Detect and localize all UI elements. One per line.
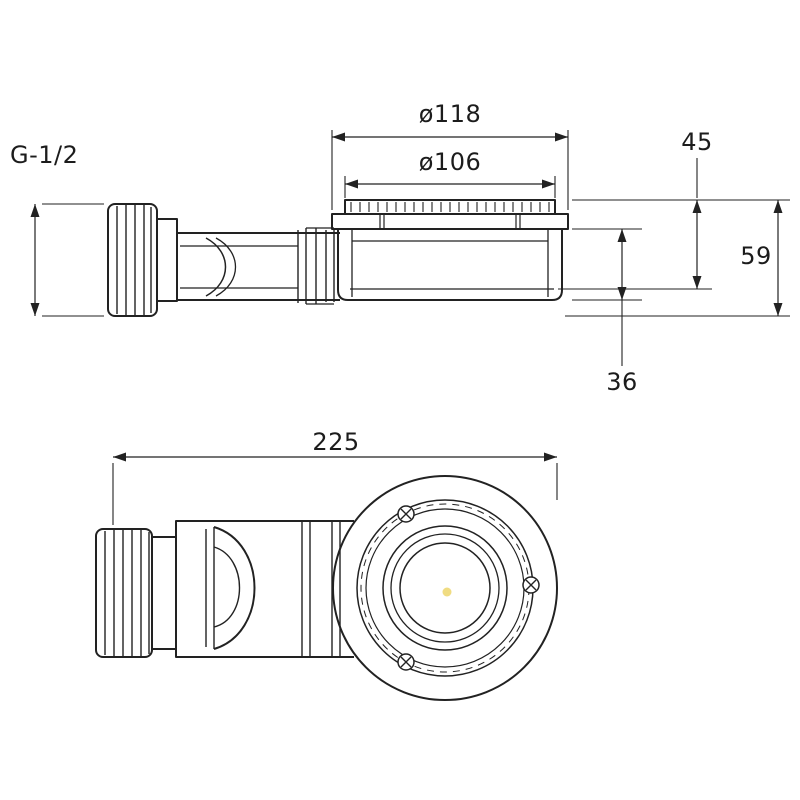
height-36-label: 36 (606, 368, 638, 396)
screw-icon (397, 653, 415, 671)
height-59-label: 59 (740, 242, 772, 270)
cover-inner-circle (399, 542, 491, 634)
knurl-ticks (350, 202, 550, 212)
screw-icon (522, 576, 540, 594)
outer-diameter-label: ø118 (419, 100, 482, 128)
side-view (30, 130, 790, 366)
center-dot (442, 587, 452, 597)
dim-length-225 (112, 452, 558, 525)
trap-body-side (337, 229, 563, 301)
pipe-clip-side (205, 237, 237, 297)
screw-icon (397, 505, 415, 523)
inlet-nut-side (107, 203, 158, 317)
dimension-labels: G-1/2 ø118 ø106 45 59 36 225 (10, 100, 772, 456)
overall-length-label: 225 (312, 428, 359, 456)
tailpiece-lines-plan (301, 522, 341, 656)
dim-height-45 (558, 158, 790, 290)
waste-pipe-side (177, 232, 340, 301)
flange-plate-side (331, 213, 569, 230)
nut-collar-side (156, 218, 178, 302)
pipe-clip-plan (205, 526, 256, 650)
dim-diameter-106 (344, 176, 556, 198)
thread-size-label: G-1/2 (10, 141, 78, 169)
nut-collar-plan (151, 536, 177, 650)
knurled-cap-side (344, 199, 556, 215)
dim-diameter-118 (331, 130, 569, 210)
cover-outer-circle (382, 525, 508, 651)
dim-nut-height (30, 203, 104, 317)
dim-height-36 (572, 228, 642, 366)
body-outline-plan (175, 520, 354, 658)
inlet-nut-plan (95, 528, 153, 658)
flange-screw-marks (379, 215, 521, 228)
height-45-label: 45 (681, 128, 713, 156)
outer-rim-circle (332, 475, 558, 701)
screws (397, 505, 540, 671)
drawing-linework (30, 130, 790, 701)
plan-view (95, 452, 558, 701)
cover-mid-circle (390, 533, 500, 643)
cap-diameter-label: ø106 (419, 148, 482, 176)
dim-height-59 (565, 200, 790, 317)
compression-rings-side (297, 227, 335, 305)
